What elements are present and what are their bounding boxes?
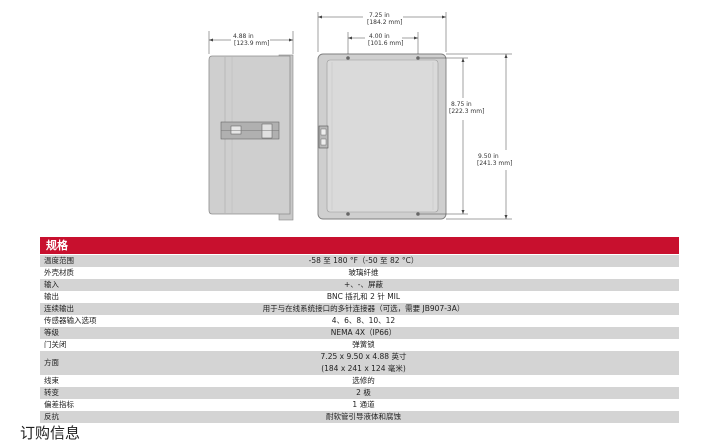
spec-value-line: 选修的	[352, 376, 375, 385]
spec-value: BNC 插孔和 2 针 MIL	[194, 291, 679, 303]
front-width-dimension: 7.25 in [184.2 mm]	[317, 12, 447, 52]
mount-height-dimension: 8.75 in [222.3 mm]	[420, 57, 484, 215]
spec-value: 选修的	[194, 375, 679, 387]
total-height-in: 9.50 in	[478, 153, 499, 160]
spec-value: 耐软管引导液体和腐蚀	[194, 411, 679, 423]
spec-value-line: NEMA 4X（IP66）	[330, 328, 397, 337]
spec-label: 偏差指标	[40, 399, 194, 411]
spec-value: 1 通道	[194, 399, 679, 411]
spec-row: 反抗 耐软管引导液体和腐蚀	[40, 411, 679, 423]
side-view	[208, 54, 294, 221]
front-view	[317, 53, 447, 220]
total-height-mm: [241.3 mm]	[477, 160, 512, 167]
spec-label: 外壳材质	[40, 267, 194, 279]
spec-row: 传感器输入选项 4、6、8、10、12	[40, 315, 679, 327]
spec-value-line: 玻璃纤维	[348, 268, 379, 277]
enclosure-drawing: 4.88 in [123.9 mm] 7.25 in [184.2 mm]	[208, 12, 512, 221]
spec-label: 连续输出	[40, 303, 194, 315]
spec-value-line: +、-、屏蔽	[344, 280, 383, 289]
spec-value: 用于与在线系统接口的多针连接器（可选，需要 JB907-3A）	[194, 303, 679, 315]
spec-row: 外壳材质 玻璃纤维	[40, 267, 679, 279]
spec-label: 转变	[40, 387, 194, 399]
spec-value-line: -58 至 180 °F（-50 至 82 °C）	[308, 256, 419, 265]
front-width-mm: [184.2 mm]	[367, 19, 402, 26]
spec-value-line: (184 x 241 x 124 毫米)	[321, 364, 406, 373]
side-width-mm: [123.9 mm]	[234, 40, 269, 47]
spec-value: 玻璃纤维	[194, 267, 679, 279]
spec-row: 转变 2 极	[40, 387, 679, 399]
spec-value-line: 7.25 x 9.50 x 4.88 英寸	[320, 352, 407, 361]
spec-label: 等级	[40, 327, 194, 339]
total-height-dimension: 9.50 in [241.3 mm]	[446, 53, 512, 220]
mount-width-mm: [101.6 mm]	[368, 40, 403, 47]
spec-label: 门关闭	[40, 339, 194, 351]
spec-label: 输入	[40, 279, 194, 291]
spec-row: 门关闭 弹簧锁	[40, 339, 679, 351]
spec-row: 输出 BNC 插孔和 2 针 MIL	[40, 291, 679, 303]
spec-row: 偏差指标 1 通道	[40, 399, 679, 411]
front-width-in: 7.25 in	[369, 12, 390, 19]
spec-value: -58 至 180 °F（-50 至 82 °C）	[194, 255, 679, 267]
spec-label: 方面	[40, 351, 194, 375]
spec-row: 等级 NEMA 4X（IP66）	[40, 327, 679, 339]
spec-row: 输入 +、-、屏蔽	[40, 279, 679, 291]
side-width-dimension: 4.88 in [123.9 mm]	[208, 31, 294, 54]
spec-row: 连续输出 用于与在线系统接口的多针连接器（可选，需要 JB907-3A）	[40, 303, 679, 315]
spec-value-line: 弹簧锁	[352, 340, 375, 349]
spec-value: 7.25 x 9.50 x 4.88 英寸 (184 x 241 x 124 毫米…	[194, 351, 679, 375]
spec-value: 4、6、8、10、12	[194, 315, 679, 327]
mount-height-mm: [222.3 mm]	[449, 108, 484, 115]
spec-row: 温度范围 -58 至 180 °F（-50 至 82 °C）	[40, 255, 679, 267]
mount-width-dimension: 4.00 in [101.6 mm]	[347, 32, 419, 54]
specs-table: 温度范围 -58 至 180 °F（-50 至 82 °C） 外壳材质 玻璃纤维输入 +…	[40, 255, 679, 423]
spec-label: 线束	[40, 375, 194, 387]
spec-label: 传感器输入选项	[40, 315, 194, 327]
spec-value-line: 2 极	[356, 388, 371, 397]
spec-value-line: 4、6、8、10、12	[331, 316, 396, 325]
spec-label: 温度范围	[40, 255, 194, 267]
mount-height-in: 8.75 in	[451, 101, 472, 108]
spec-value: NEMA 4X（IP66）	[194, 327, 679, 339]
spec-value-line: BNC 插孔和 2 针 MIL	[326, 292, 401, 301]
spec-value-line: 用于与在线系统接口的多针连接器（可选，需要 JB907-3A）	[262, 304, 465, 313]
mount-width-in: 4.00 in	[369, 33, 390, 40]
order-info-heading: 订购信息	[20, 424, 81, 442]
spec-value-line: 耐软管引导液体和腐蚀	[326, 412, 401, 421]
spec-value-line: 1 通道	[352, 400, 375, 409]
spec-value: 弹簧锁	[194, 339, 679, 351]
specs-header: 规格	[40, 237, 679, 254]
spec-value: 2 极	[194, 387, 679, 399]
side-width-in: 4.88 in	[233, 33, 254, 40]
spec-label: 反抗	[40, 411, 194, 423]
spec-row: 线束 选修的	[40, 375, 679, 387]
spec-value: +、-、屏蔽	[194, 279, 679, 291]
spec-row: 方面 7.25 x 9.50 x 4.88 英寸 (184 x 241 x 124 …	[40, 351, 679, 375]
spec-label: 输出	[40, 291, 194, 303]
